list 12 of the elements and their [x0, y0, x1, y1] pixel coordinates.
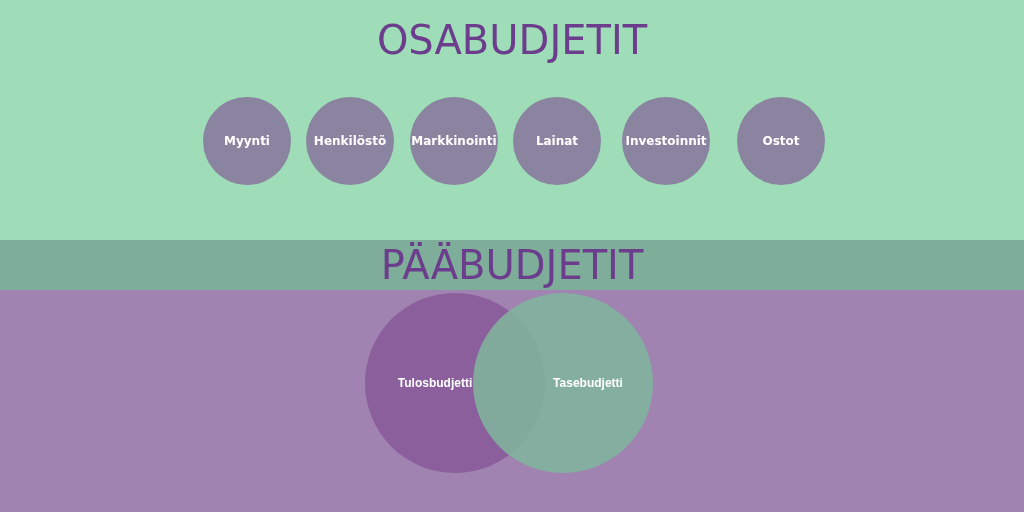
circle-label: Tasebudjetti [553, 376, 623, 390]
header-band [0, 240, 1024, 290]
circle-label: Tulosbudjetti [397, 376, 473, 390]
circle-label: Lainat [535, 134, 579, 148]
circle-label: Investoinnit [625, 134, 707, 148]
circle-label: Myynti [224, 134, 270, 148]
section-heading: OSABUDJETIT [376, 17, 648, 63]
section-heading: PÄÄBUDJETIT [380, 242, 644, 288]
header-band [0, 0, 1024, 240]
circle-label: Henkilöstö [313, 134, 387, 148]
circle-label: Markkinointi [411, 134, 497, 148]
circle-label: Ostot [762, 134, 800, 148]
